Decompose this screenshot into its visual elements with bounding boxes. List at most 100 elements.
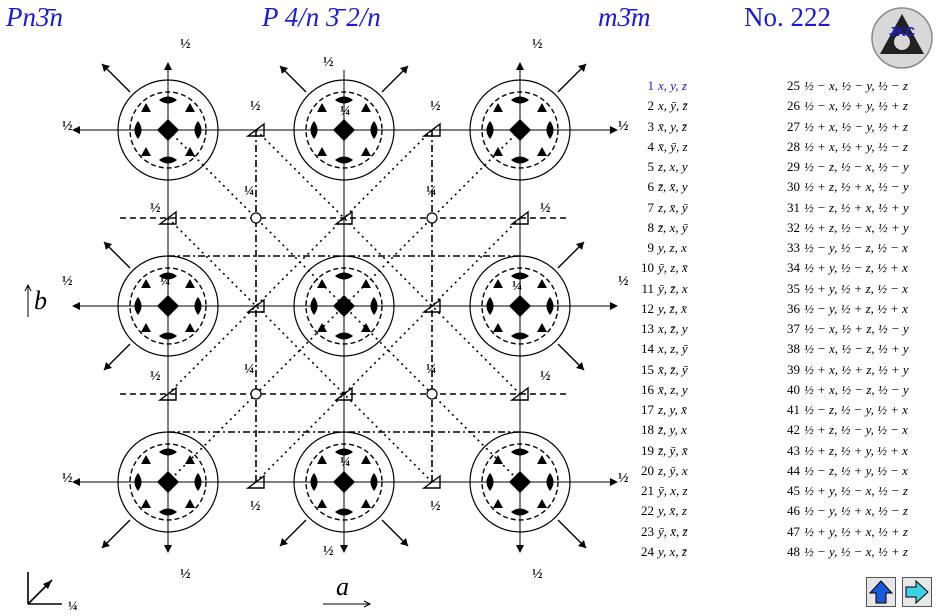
position-number: 18 xyxy=(641,422,654,438)
twofold-axis xyxy=(511,448,529,456)
stereogram-circle xyxy=(293,79,395,181)
stereogram-circle xyxy=(293,255,395,357)
position-coordinates: x, y, z xyxy=(658,78,687,93)
inversion-centre xyxy=(426,212,438,224)
axis-arrow-head xyxy=(72,126,80,134)
height-label-quarter: ¼ xyxy=(340,104,351,119)
jkc-logo[interactable]: JKC xyxy=(870,6,934,70)
threefold-axis xyxy=(537,279,547,288)
position-coordinates: x̄, y, z̄ xyxy=(658,118,687,134)
fourfold-axis xyxy=(157,119,179,141)
height-label-quarter: ¼ xyxy=(512,279,523,294)
threefold-axis xyxy=(317,323,327,332)
twofold-axis xyxy=(546,473,554,491)
height-label-half: ½ xyxy=(250,99,261,114)
fourfold-axis xyxy=(509,295,531,317)
arrow-head xyxy=(578,64,586,72)
fourfold-axis xyxy=(333,119,355,141)
corner-arrow-head xyxy=(43,580,52,589)
arrow-head xyxy=(576,242,584,250)
threefold-axis xyxy=(185,147,195,156)
position-number: 16 xyxy=(641,381,654,397)
stereogram-circle xyxy=(293,431,395,533)
position-number: 23 xyxy=(641,523,654,539)
position-coordinates: ½ − z, ½ − x, ½ − y xyxy=(804,159,909,174)
twofold-axis xyxy=(335,156,353,164)
threefold-axis xyxy=(141,147,151,156)
threefold-axis xyxy=(537,455,547,464)
threefold-axis xyxy=(185,103,195,112)
position-coordinates: y, x, z̄ xyxy=(658,543,687,559)
inner-dashed-circle xyxy=(481,91,559,169)
position-number: 26 xyxy=(787,98,800,114)
height-label-half: ½ xyxy=(62,471,73,486)
twofold-axis xyxy=(335,508,353,516)
arrow-head xyxy=(280,66,288,74)
up-button[interactable] xyxy=(866,577,896,607)
a-axis-label: a xyxy=(336,572,349,601)
screw-axis xyxy=(421,474,441,489)
diagonal-dotted xyxy=(167,217,433,483)
screw-axis xyxy=(245,122,265,137)
arrow-head xyxy=(280,538,288,546)
twofold-axis xyxy=(370,121,378,139)
threefold-axis xyxy=(317,103,327,112)
position-number: 41 xyxy=(787,402,800,417)
threefold-axis xyxy=(185,499,195,508)
twofold-axis xyxy=(194,473,202,491)
threefold-axis xyxy=(361,455,371,464)
position-coordinates: ½ − z, ½ + x, ½ + y xyxy=(804,199,909,215)
position-number: 24 xyxy=(641,543,654,559)
position-number: 46 xyxy=(787,503,800,519)
position-number: 34 xyxy=(787,260,800,276)
twofold-axis xyxy=(335,272,353,280)
threefold-axis xyxy=(141,323,151,332)
screw-axis xyxy=(421,298,441,313)
threefold-axis xyxy=(185,323,195,332)
threefold-axis xyxy=(185,279,195,288)
height-label-half: ½ xyxy=(250,499,261,514)
position-coordinates: z̄, ȳ, x̄ xyxy=(658,442,688,458)
fourfold-axis xyxy=(509,471,531,493)
screw-axis xyxy=(157,386,177,401)
position-number: 32 xyxy=(787,219,800,235)
twofold-axis xyxy=(159,448,177,456)
position-number: 47 xyxy=(787,523,800,539)
position-coordinates: ½ − x, ½ − y, ½ − z xyxy=(804,78,908,93)
next-button[interactable] xyxy=(902,577,932,607)
axis-arrow-head xyxy=(72,302,80,310)
position-number: 15 xyxy=(641,361,654,377)
threefold-axis xyxy=(537,103,547,112)
twofold-axis xyxy=(159,508,177,516)
threefold-axis xyxy=(537,323,547,332)
position-coordinates: ½ − x, ½ + z, ½ − y xyxy=(804,321,909,336)
arrow-head xyxy=(576,362,584,370)
fourfold-axis xyxy=(157,295,179,317)
position-number: 22 xyxy=(641,503,654,519)
threefold-axis xyxy=(537,147,547,156)
arrow-head xyxy=(102,540,110,548)
position-coordinates: x, z̄, y xyxy=(658,321,688,336)
position-coordinates: ½ + z, ½ − x, ½ + y xyxy=(804,219,909,235)
inner-dashed-circle xyxy=(129,267,207,345)
position-coordinates: ½ + y, ½ − x, ½ − z xyxy=(804,483,908,498)
full-symbol: P 4/n 3̄ 2/n xyxy=(262,2,381,32)
position-coordinates: ½ − x, ½ + y, ½ + z xyxy=(804,98,908,114)
inner-dashed-circle xyxy=(305,91,383,169)
diagonal-dotted xyxy=(255,129,521,395)
inner-dashed-circle xyxy=(481,267,559,345)
